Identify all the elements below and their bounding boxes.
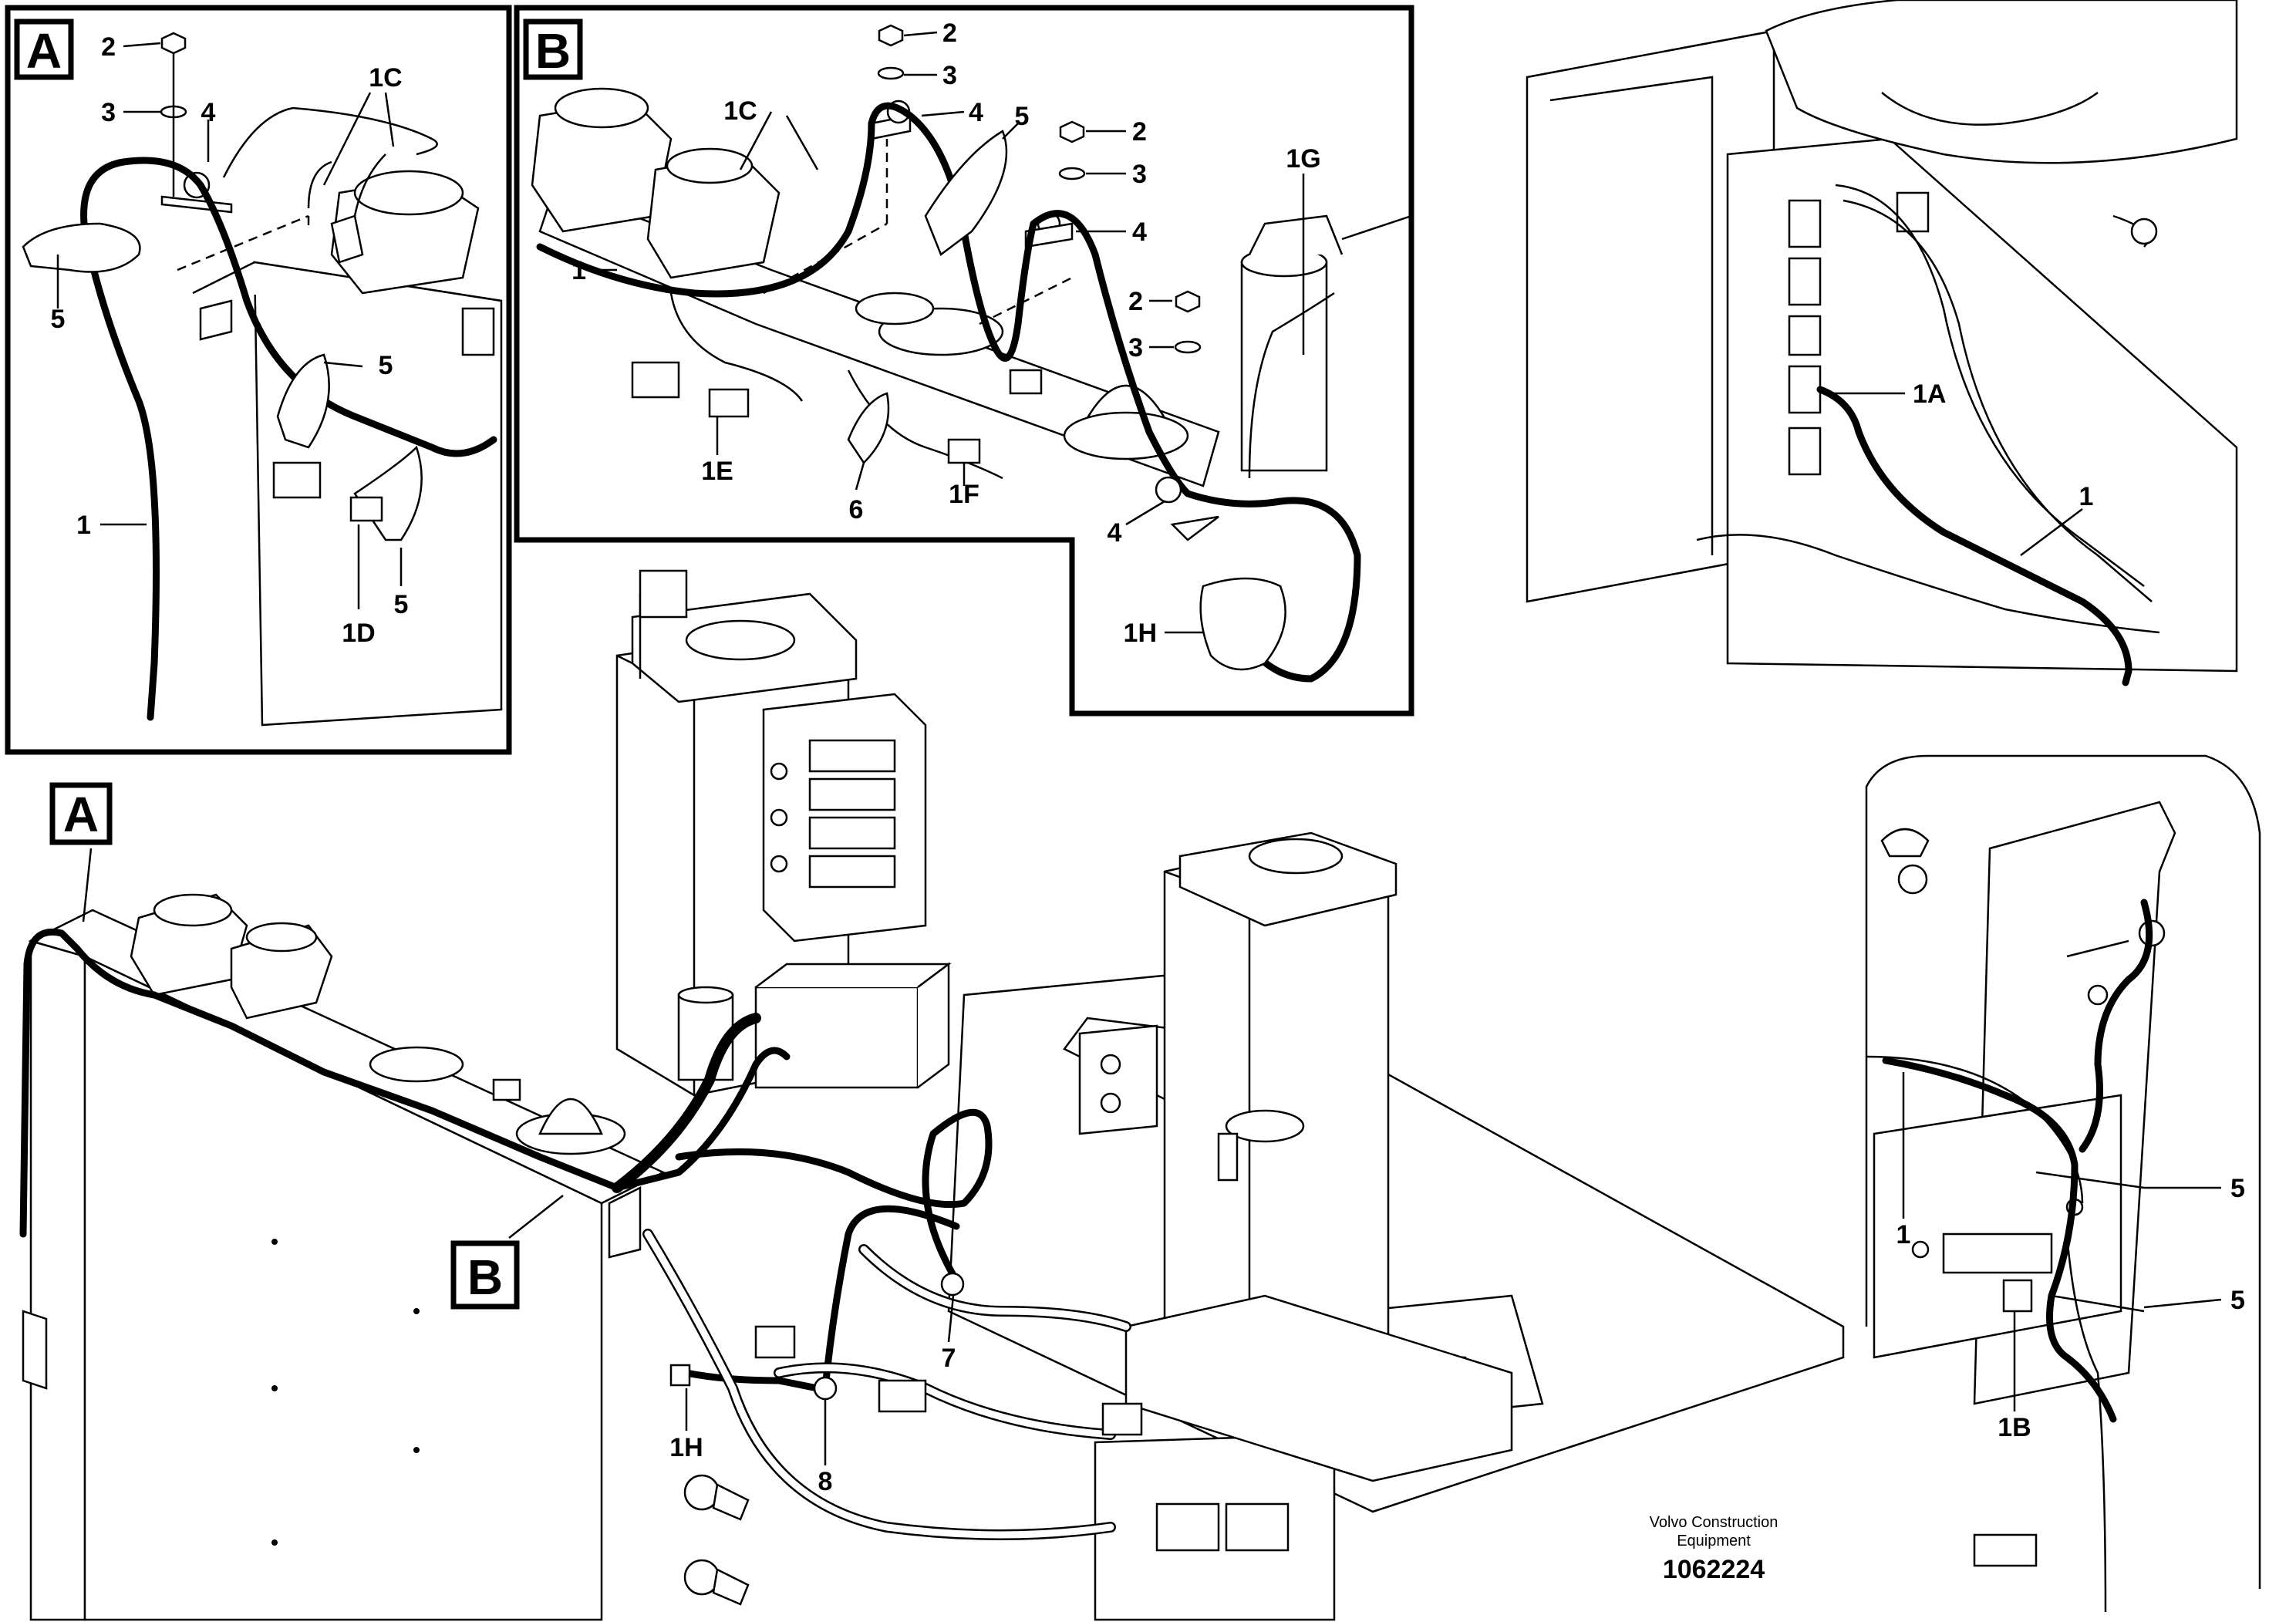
harness-main-route [19,928,791,1238]
callout-b-2-top: 2 [942,19,957,48]
inset-label-a: A [14,19,74,80]
callout-a-1c: 1C [369,63,402,93]
washer-icon [877,66,905,80]
callout-a-5-left: 5 [51,305,66,334]
swivel-tower [1078,831,1513,1482]
inset-a [5,5,512,755]
callout-main-1h: 1H [669,1433,703,1462]
control-valve-tower [615,569,952,1097]
callout-main-7: 7 [942,1344,956,1373]
callout-b-5: 5 [1015,102,1030,131]
svg-text:B: B [467,1249,503,1305]
inset-b [514,5,1414,717]
callout-b-4-low: 4 [1108,518,1122,548]
callout-b-3-low: 3 [1128,333,1143,363]
hydraulic-tank [22,893,666,1621]
callout-b-1: 1 [571,256,586,285]
callout-b-3-top: 3 [942,61,957,90]
inset-label-b: B [523,19,583,80]
callout-b-1f: 1F [949,480,979,509]
leader-lines [56,31,2222,1465]
svg-text:A: A [26,23,62,79]
svg-text:B: B [535,23,571,79]
callout-a-5-bottom: 5 [394,590,409,619]
callout-br-5-top: 5 [2230,1174,2245,1203]
callout-b-4-top: 4 [969,98,983,127]
callout-a-1d: 1D [342,619,375,648]
view-marker-a: A [49,782,113,845]
connector-icon [631,361,680,399]
brand-line-1: Volvo Construction [1650,1514,1778,1531]
callout-a-1: 1 [76,511,91,540]
callout-b-1h: 1H [1124,619,1157,648]
callout-b-2-mid: 2 [1132,117,1147,147]
callout-b-1g: 1G [1286,144,1320,174]
harness-tr-route [1816,386,2132,686]
cab-connector-view [1526,0,2238,686]
callout-a-3: 3 [101,98,116,127]
harness-inset-b [536,102,1361,683]
harness-br-route [1882,1057,2117,1423]
callout-b-1c: 1C [723,96,757,126]
callout-br-1b: 1B [1998,1413,2031,1442]
callout-b-4-mid: 4 [1132,218,1147,247]
callout-br-5-low: 5 [2230,1286,2245,1315]
callout-main-8: 8 [818,1467,833,1496]
callout-b-6: 6 [849,495,864,524]
cab-side-bracket-view [1865,754,2261,1613]
callout-br-1: 1 [1896,1220,1911,1249]
drawing-number: 1062224 [1663,1555,1765,1584]
nut-icon [160,32,187,55]
svg-text:A: A [63,787,99,842]
callout-b-2-low: 2 [1128,287,1143,316]
callout-tr-1: 1 [2079,482,2094,511]
callout-a-5-mid: 5 [379,351,393,380]
callouts: 2 3 4 1C 5 5 1 1D 5 2 3 4 1C 5 2 3 4 1G … [51,19,2245,1496]
view-marker-b: B [450,1240,520,1310]
callout-b-1e: 1E [701,457,733,486]
callout-tr-1a: 1A [1913,379,1946,409]
callout-a-2: 2 [101,32,116,62]
brand-line-2: Equipment [1677,1533,1751,1549]
nut-icon [878,24,904,47]
connector-icon [947,438,981,464]
callout-a-4: 4 [201,98,216,127]
main-assembly [19,569,1845,1621]
callout-b-3-mid: 3 [1132,160,1147,189]
footer-block: Volvo Construction Equipment 1062224 [1650,1514,1778,1584]
connector-icon [272,461,322,499]
